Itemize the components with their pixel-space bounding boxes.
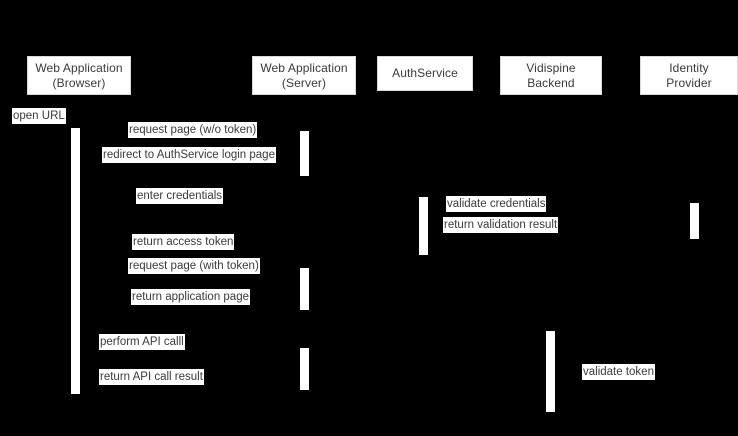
activation-bar-browser-act xyxy=(71,128,80,394)
activation-bar-server-act-3 xyxy=(300,348,309,390)
activation-bar-server-act-1 xyxy=(300,131,309,176)
activation-bar-idp-act xyxy=(690,203,699,239)
activation-bar-server-act-2 xyxy=(300,268,309,310)
message-label-enter-creds[interactable]: enter credentials xyxy=(136,188,224,204)
message-label-return-api[interactable]: return API call result xyxy=(99,369,204,385)
activation-bar-vidispine-act xyxy=(546,331,555,412)
message-label-validate-creds[interactable]: validate credentials xyxy=(446,196,547,212)
message-label-return-valid[interactable]: return validation result xyxy=(443,217,559,233)
message-label-perform-api[interactable]: perform API calll xyxy=(99,334,185,350)
participant-vidispine[interactable]: Vidispine Backend xyxy=(500,56,602,95)
participant-idp[interactable]: Identity Provider xyxy=(640,56,738,95)
participant-browser[interactable]: Web Application (Browser) xyxy=(27,56,131,95)
message-label-return-token[interactable]: return access token xyxy=(132,234,235,250)
activation-bar-auth-act xyxy=(419,197,428,255)
message-label-return-app-page[interactable]: return application page xyxy=(131,289,250,305)
message-label-request-no-tok[interactable]: request page (w/o token) xyxy=(128,122,258,138)
message-label-redirect-login[interactable]: redirect to AuthService login page xyxy=(102,147,276,163)
message-label-validate-token[interactable]: validate token xyxy=(582,364,655,380)
message-label-request-w-tok[interactable]: request page (with token) xyxy=(128,258,260,274)
message-label-open-url[interactable]: open URL xyxy=(12,108,66,124)
participant-auth[interactable]: AuthService xyxy=(377,56,473,91)
participant-server[interactable]: Web Application (Server) xyxy=(252,56,356,95)
